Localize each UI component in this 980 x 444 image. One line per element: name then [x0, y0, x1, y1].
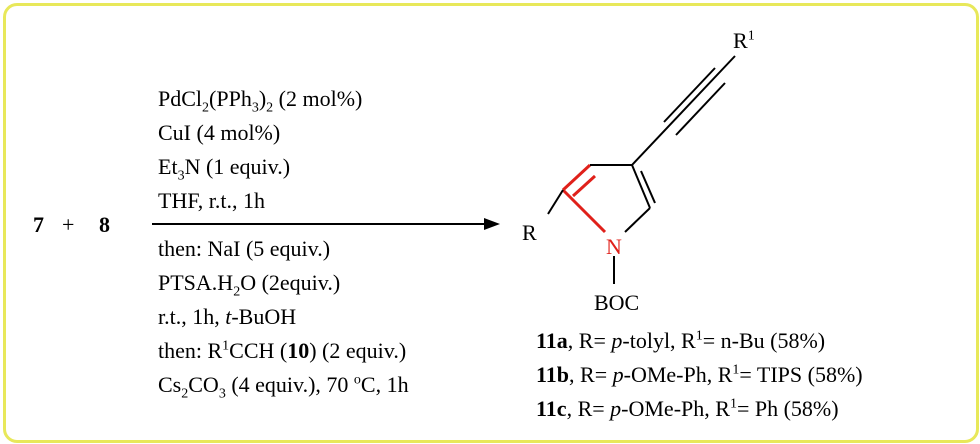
condition-alkyne: then: R1CCH (10) (2 equiv.): [158, 338, 407, 363]
condition-base: Et3N (1 equiv.): [158, 154, 291, 184]
condition-solvent: THF, r.t., 1h: [158, 188, 266, 213]
pyrrole-ring: [590, 164, 656, 233]
condition-cs2co3: Cs2CO3 (4 equiv.), 70 oC, 1h: [158, 372, 409, 402]
result-11c: 11c, R= p-OMe-Ph, R1= Ph (58%): [536, 396, 839, 421]
product-r1-label: R1: [733, 28, 755, 53]
reaction-arrow-head: [484, 218, 500, 230]
condition-cocatalyst: CuI (4 mol%): [158, 120, 281, 145]
reactant-7: 7: [33, 212, 44, 237]
result-11a: 11a, R= p-tolyl, R1= n-Bu (58%): [536, 328, 826, 353]
condition-catalyst: PdCl2(PPh3)2 (2 mol%): [158, 86, 363, 116]
pyrrole-highlight: [561, 163, 607, 234]
result-11b: 11b, R= p-OMe-Ph, R1= TIPS (58%): [536, 362, 863, 387]
product-boc-label: BOC: [594, 290, 640, 315]
plus-sign: +: [62, 212, 75, 237]
condition-tbuoh: r.t., 1h, t-BuOH: [158, 304, 297, 329]
condition-nai: then: NaI (5 equiv.): [158, 236, 331, 261]
condition-ptsa: PTSA.H2O (2equiv.): [158, 270, 341, 300]
product-r-label: R: [522, 220, 537, 245]
reactant-8: 8: [99, 212, 110, 237]
substituent-bonds: [547, 55, 736, 284]
product-n-label: N: [606, 234, 622, 259]
